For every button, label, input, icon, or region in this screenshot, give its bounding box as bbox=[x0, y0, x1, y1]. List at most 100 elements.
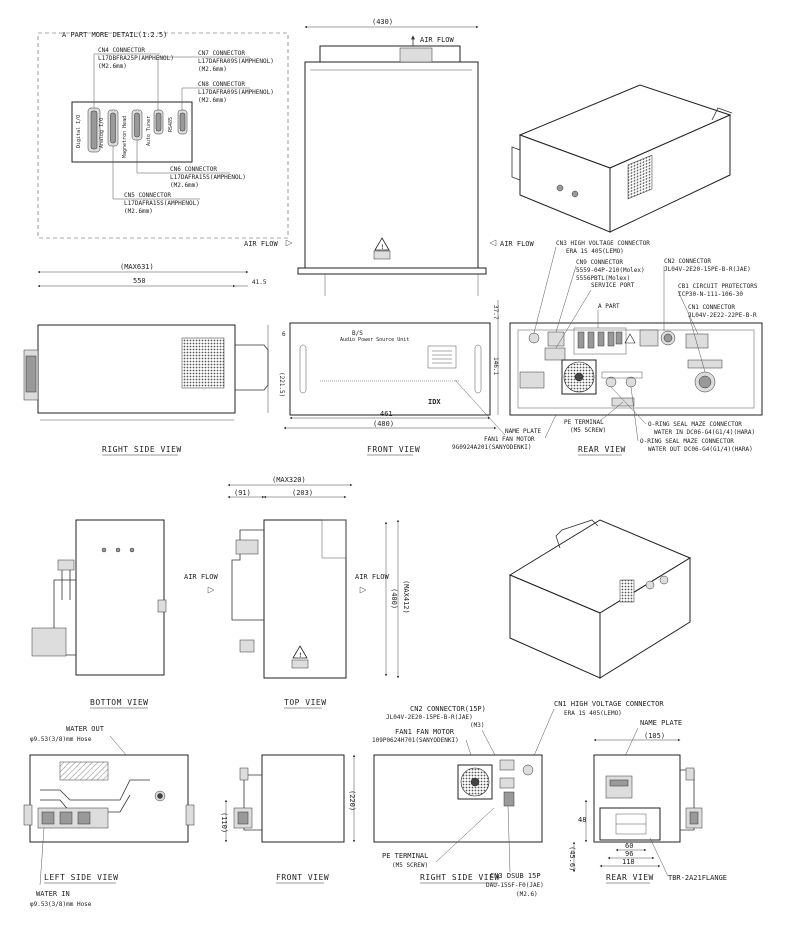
water-in-name: WATER IN bbox=[36, 890, 70, 898]
port-label-autotuner: Auto Tuner bbox=[146, 116, 152, 146]
dim-550: 550 bbox=[133, 277, 146, 285]
cn9-name: CN9 CONNECTOR bbox=[576, 259, 623, 266]
view-label-left-side: LEFT SIDE VIEW bbox=[44, 873, 118, 882]
cn7-part: L17DAFRA09S(AMPHENOL) bbox=[198, 58, 274, 65]
vent-mesh-right bbox=[181, 337, 225, 389]
cn2-name: CN2 CONNECTOR bbox=[664, 258, 711, 265]
port-label-rs485: RS485 bbox=[168, 117, 174, 132]
water-out-name: WATER OUT bbox=[66, 725, 105, 733]
cn1-bottom-part: ERA 1S 405(LEMO) bbox=[564, 710, 622, 717]
cn2-bottom-name: CN2 CONNECTOR(15P) bbox=[410, 705, 486, 713]
name-plate-label: NAME PLATE bbox=[505, 428, 542, 435]
dim-45-6: (45.6) bbox=[568, 846, 576, 871]
front-view-bottom: (110) (220) FRONT VIEW bbox=[220, 754, 356, 884]
cn4-part: L17DBFRA25P(AMPHENOL) bbox=[98, 55, 174, 62]
cn3-bottom-name: CN3 DSUB 15P bbox=[490, 872, 541, 880]
cn8-name: CN8 CONNECTOR bbox=[198, 81, 245, 88]
top-plan-view: (430) AIR FLOW ! AIR FLOW AIR FLOW bbox=[244, 18, 535, 296]
cn6-size: (M2.6mm) bbox=[170, 182, 199, 189]
dim-110: (110) bbox=[220, 812, 228, 833]
cn6-part: L17DAFRA15S(AMPHENOL) bbox=[170, 174, 246, 181]
cn7-name: CN7 CONNECTOR bbox=[198, 50, 245, 57]
svg-text:!: ! bbox=[299, 652, 303, 659]
detail-dashed-frame bbox=[37, 32, 289, 239]
cn3-bottom-size: (M2.6) bbox=[516, 891, 538, 898]
fan1-bottom-part: 109P0624H701(SANYODENKI) bbox=[372, 737, 459, 744]
dim-146-1: 146.1 bbox=[492, 357, 499, 375]
cn8-part: L17DAFRA09S(AMPHENOL) bbox=[198, 89, 274, 96]
oring-out-part: WATER OUT DC06-G4(G1/4)(HARA) bbox=[648, 446, 753, 453]
dim-461: 461 bbox=[380, 410, 393, 418]
air-flow-top: AIR FLOW bbox=[420, 36, 455, 44]
dim-118: 118 bbox=[622, 858, 635, 866]
a-part-label: A PART bbox=[598, 303, 620, 310]
cn3-part: ERA 1S 405(LEMO) bbox=[566, 248, 624, 255]
isometric-view-front bbox=[508, 519, 692, 679]
view-label-front-bottom: FRONT VIEW bbox=[276, 873, 329, 882]
name-plate-bottom: NAME PLATE bbox=[640, 719, 682, 727]
cn8-size: (M2.6mm) bbox=[198, 97, 227, 104]
water-out-hose: φ9.53(3/8)mm Hose bbox=[30, 736, 92, 743]
view-label-top: TOP VIEW bbox=[284, 698, 327, 707]
view-label-rear-bottom: REAR VIEW bbox=[606, 873, 654, 882]
cn1-name: CN1 CONNECTOR bbox=[688, 304, 735, 311]
view-label-front-top: FRONT VIEW bbox=[367, 445, 420, 454]
panel-brand: IDX bbox=[428, 398, 441, 406]
cn9-part2: 5556PBTL(Molex) bbox=[576, 275, 630, 282]
pe-terminal-bottom-screw: (M5 SCREW) bbox=[392, 862, 428, 869]
dim-221-5: (221.5) bbox=[278, 372, 285, 397]
panel-subtitle: Audio Power Source Unit bbox=[340, 337, 409, 343]
cn4-name: CN4 CONNECTOR bbox=[98, 47, 145, 54]
cn3-name: CN3 HIGH VOLTAGE CONNECTOR bbox=[556, 240, 650, 247]
cn2-part: JL04V-2E20-15PE-B-R(JAE) bbox=[664, 266, 751, 273]
cn1-part: JL04V-2E22-22PE-B-R bbox=[688, 312, 757, 319]
oring-in-part: WATER IN DC06-G4(G1/4)(HARA) bbox=[654, 429, 755, 436]
dim-max320: (MAX320) bbox=[272, 476, 306, 484]
dim-220: (220) bbox=[348, 790, 356, 811]
dim-max631: (MAX631) bbox=[120, 263, 154, 271]
cn6-name: CN6 CONNECTOR bbox=[170, 166, 217, 173]
cn1-bottom-name: CN1 HIGH VOLTAGE CONNECTOR bbox=[554, 700, 664, 708]
detail-port-magnetron bbox=[131, 109, 143, 141]
detail-port-analog bbox=[107, 109, 119, 147]
service-port-label: SERVICE PORT bbox=[591, 282, 635, 289]
right-side-view-top: (MAX631) 550 41.5 (221.5) 6 RIGHT SIDE V… bbox=[23, 263, 286, 456]
dim-105: (105) bbox=[644, 732, 665, 740]
water-in-connector bbox=[605, 376, 617, 388]
cn3-hv-connector bbox=[528, 332, 540, 344]
detail-port-digital bbox=[87, 107, 101, 153]
flange-label: TBR-2A21FLANGE bbox=[668, 874, 727, 882]
port-label-digital: Digital I/O bbox=[76, 115, 82, 148]
rear-view-top: CN3 HIGH VOLTAGE CONNECTOR ERA 1S 405(LE… bbox=[509, 240, 763, 456]
rear-view-bottom: NAME PLATE (105) 48 (45.6) 60 96 118 TBR… bbox=[568, 719, 727, 884]
dim-430: (430) bbox=[372, 18, 393, 26]
cb1-breaker bbox=[685, 333, 709, 349]
detail-title: A PART MORE DETAIL(1:2.5) bbox=[62, 31, 167, 39]
port-label-magnetron: Magnetron Head bbox=[122, 116, 128, 158]
cn4-size: (M2.6mm) bbox=[98, 63, 127, 70]
dim-480: (480) bbox=[373, 420, 394, 428]
warning-triangle-icon: ! bbox=[373, 237, 391, 260]
port-label-analog: Analog I/O bbox=[99, 118, 105, 148]
bottom-view: BOTTOM VIEW bbox=[31, 519, 167, 709]
water-out-connector bbox=[625, 376, 637, 388]
front-handle-left bbox=[299, 344, 307, 394]
front-panel bbox=[289, 322, 491, 416]
dim-91: (91) bbox=[234, 489, 251, 497]
right-side-view-bottom: CN2 CONNECTOR(15P) JL04V-2E20-15PE-B-R(J… bbox=[372, 700, 664, 898]
cb1-part: ICP30-N-111-106-30 bbox=[678, 291, 743, 298]
oring-out-name: O-RING SEAL MAZE CONNECTOR bbox=[640, 438, 734, 445]
fan1-name: FAN1 FAN MOTOR bbox=[484, 436, 535, 443]
cn9-part1: 5559-04P-210(Molex) bbox=[576, 267, 645, 274]
air-flow-mid-right: AIR FLOW bbox=[355, 573, 390, 581]
top-view-body bbox=[304, 61, 479, 269]
dim-60: 60 bbox=[625, 842, 633, 850]
cn2-bottom-size: (M3) bbox=[470, 722, 484, 729]
handle-right bbox=[235, 344, 269, 391]
pe-terminal-screw: (M5 SCREW) bbox=[570, 427, 606, 434]
dim-96: 96 bbox=[625, 850, 633, 858]
air-flow-left: AIR FLOW bbox=[244, 240, 279, 248]
dim-37-7: 37.7 bbox=[492, 305, 499, 320]
